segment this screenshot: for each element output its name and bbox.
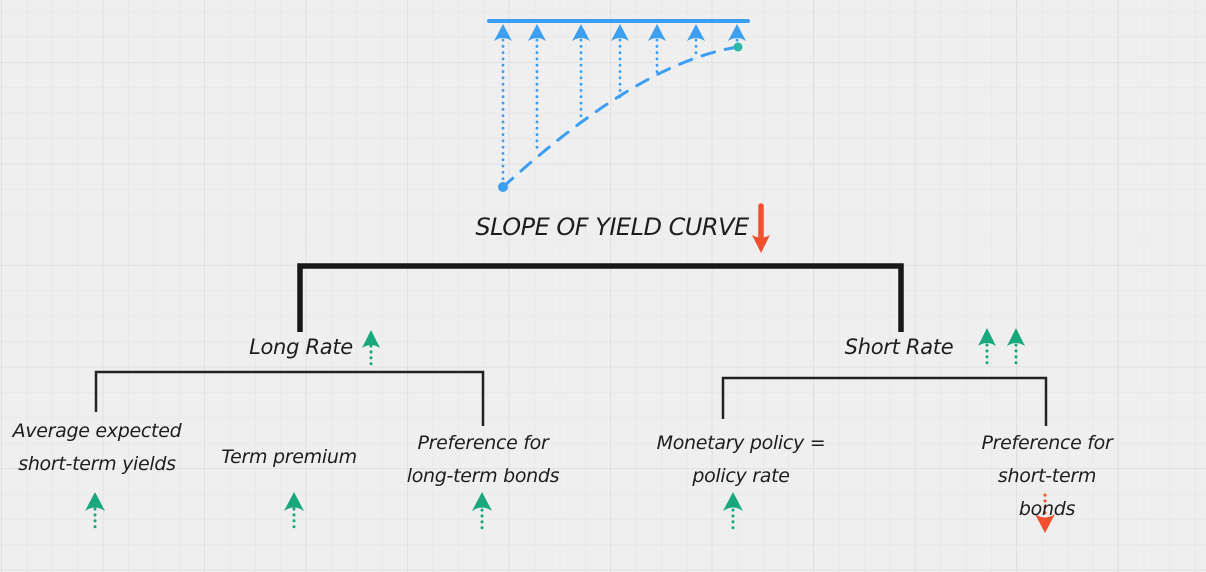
monetary-policy-up-arrow-icon[interactable] [723, 492, 743, 533]
long-rate-up-arrow-icon[interactable] [362, 330, 380, 366]
node-preference-long-term-bonds[interactable]: Preference for long-term bonds [406, 432, 560, 487]
avg-expected-up-arrow-icon[interactable] [85, 492, 105, 531]
node-monetary-policy-rate[interactable]: Monetary policy = policy rate [656, 432, 826, 487]
pref-short-down-arrow-icon[interactable] [1035, 493, 1055, 533]
node-preference-short-term-bonds[interactable]: Preference for short-term bonds [981, 432, 1113, 520]
node-long-rate[interactable]: Long Rate [249, 335, 353, 359]
up-arrowhead-icon [528, 24, 546, 41]
term-premium-up-arrow-icon[interactable] [284, 492, 304, 531]
up-arrowhead-icon [648, 24, 666, 41]
pref-long-up-arrow-icon[interactable] [472, 492, 492, 533]
up-arrowhead-icon [687, 24, 705, 41]
diagram-title[interactable]: SLOPE OF YIELD CURVE [475, 213, 749, 241]
curve-start-dot [498, 182, 508, 192]
node-average-expected-short-term-yields[interactable]: Average expected short-term yields [12, 420, 182, 475]
up-arrowhead-icon [572, 24, 590, 41]
curve-end-dot [733, 42, 743, 52]
title-down-arrow-icon[interactable] [752, 203, 770, 253]
root-bracket[interactable] [297, 263, 904, 332]
short-rate-up-arrow-icon[interactable] [978, 328, 996, 369]
dashed-yield-curve [501, 45, 740, 189]
short-rate-up-arrow-icon[interactable] [1007, 328, 1025, 369]
up-arrowhead-icon [728, 24, 746, 41]
up-arrowhead-icon [611, 24, 629, 41]
short-rate-bracket[interactable] [721, 376, 1048, 426]
node-short-rate[interactable]: Short Rate [844, 335, 954, 359]
long-rate-bracket[interactable] [94, 370, 485, 426]
node-term-premium[interactable]: Term premium [221, 446, 357, 468]
yield-curve-sketch[interactable] [487, 19, 750, 192]
up-arrowhead-icon [494, 24, 512, 41]
